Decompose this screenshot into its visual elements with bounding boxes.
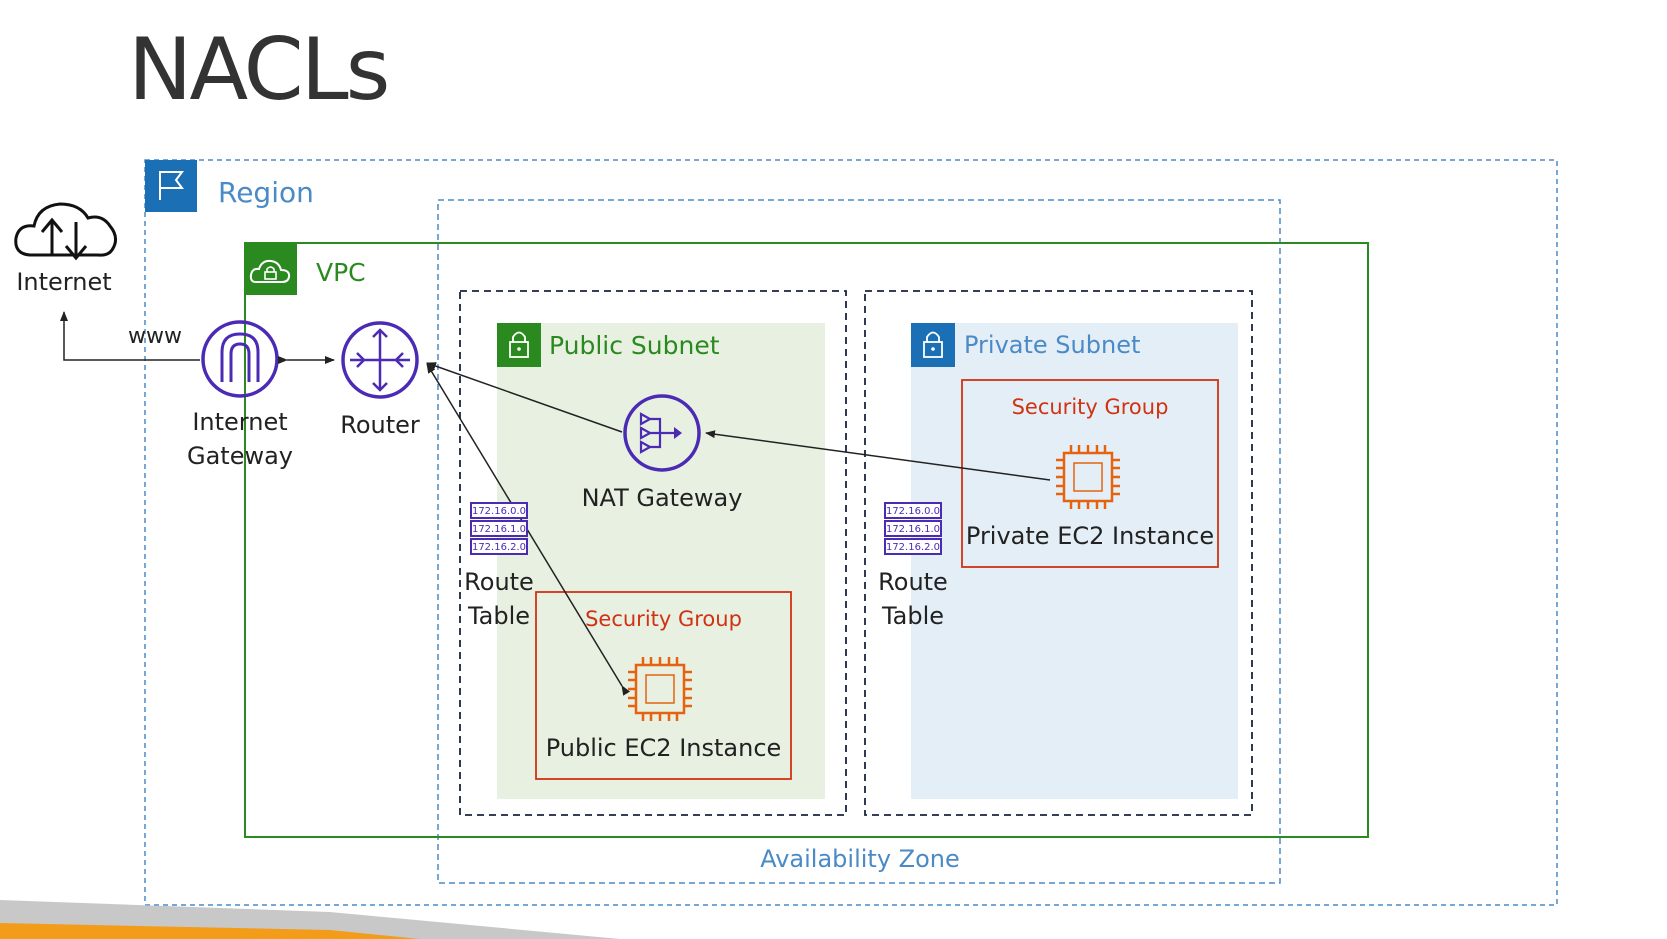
private-security-group-box [961,379,1219,568]
private-route-table-label-line2: Table [881,602,945,630]
private-subnet-area [911,323,1238,799]
vpc-cloud-lock-icon [245,243,297,295]
availability-zone-boundary [437,199,1281,884]
public-ec2-chip-icon [628,657,692,721]
route-entry: 172.16.0.0 [472,506,526,517]
private-ec2-chip-icon [1056,445,1120,509]
route-entry: 172.16.1.0 [472,524,526,535]
region-label: Region [218,176,314,209]
private-subnet-lock-icon [911,323,955,367]
route-entry: 172.16.1.0 [886,524,940,535]
vpc-boundary [244,242,1369,838]
region-flag-icon [145,160,197,212]
vpc-label: VPC [316,258,366,287]
public-subnet-label: Public Subnet [549,331,720,360]
route-entry: 172.16.2.0 [886,542,940,553]
internet-gateway-label-line2: Gateway [186,442,294,470]
router-label: Router [340,411,420,439]
internet-gateway-label-line1: Internet [192,408,288,436]
route-entry: 172.16.0.0 [886,506,940,517]
availability-zone-label: Availability Zone [760,845,960,873]
private-subnet-outer-border [864,290,1253,816]
router-icon [341,321,419,399]
private-subnet-label: Private Subnet [964,331,1141,359]
internet-gateway-icon [201,320,279,398]
private-security-group-label: Security Group [1011,395,1169,419]
public-route-table-label-line1: Route [464,568,534,596]
internet-label: Internet [16,268,112,296]
route-entry: 172.16.2.0 [472,542,526,553]
private-route-table-icon: 172.16.0.0 172.16.1.0 172.16.2.0 [884,502,942,555]
nat-to-router-arrow [426,362,623,433]
public-security-group-label: Security Group [585,607,742,631]
region-boundary [144,159,1558,906]
slide-footer-stripe-orange [0,923,420,939]
internet-connector-line [60,311,200,361]
public-subnet-outer-border [459,290,847,816]
private-route-table-label-line1: Route [878,568,948,596]
www-label: www [128,324,182,349]
nat-gateway-label: NAT Gateway [581,484,743,512]
internet-cloud-icon [14,202,117,261]
page-title: NACLs [128,20,390,120]
public-route-table-label-line2: Table [467,602,531,630]
public-ec2-instance-label: Public EC2 Instance [545,734,782,762]
public-route-table-icon: 172.16.0.0 172.16.1.0 172.16.2.0 [470,502,528,555]
private-ec2-instance-label: Private EC2 Instance [965,522,1215,550]
public-subnet-lock-icon [497,323,541,367]
private-instance-to-nat-arrow [705,430,1051,481]
